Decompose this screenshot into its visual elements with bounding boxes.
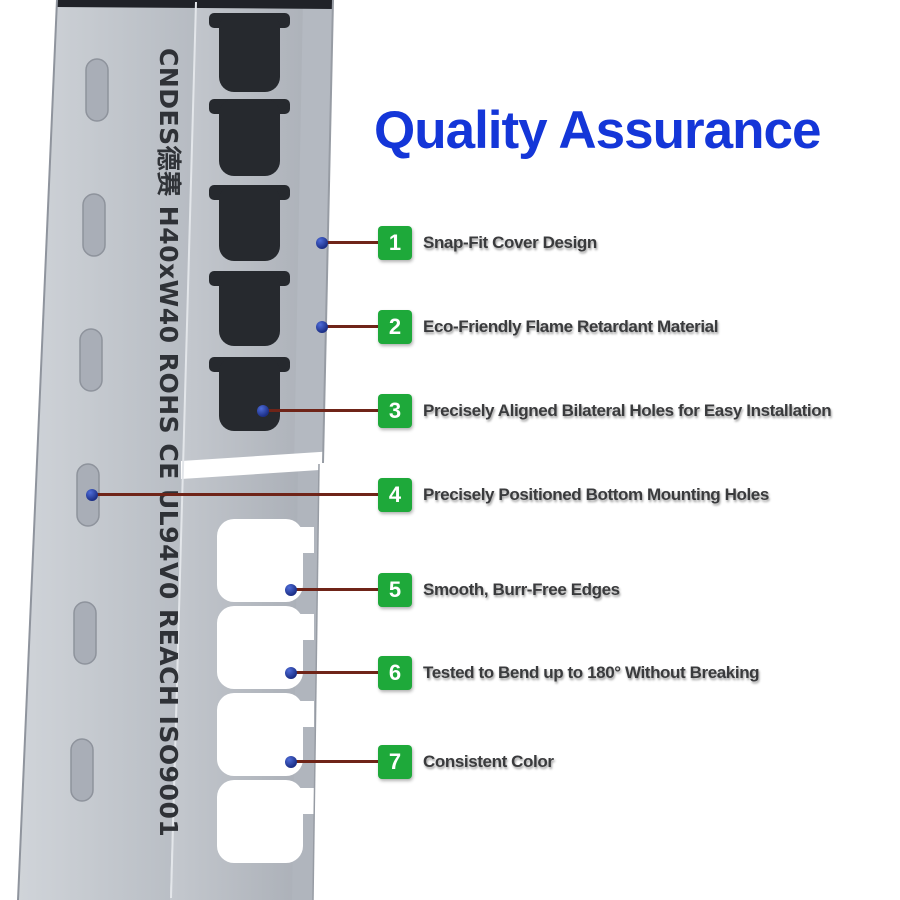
duct-finger-slots <box>217 519 314 863</box>
callout-row-7: 7 Consistent Color <box>378 745 554 779</box>
leader-dot-4 <box>86 489 98 501</box>
duct-cover-slots <box>209 13 290 431</box>
callout-number-badge: 5 <box>378 573 412 607</box>
page-title: Quality Assurance <box>374 101 821 160</box>
leader-dot-3 <box>257 405 269 417</box>
callout-label: Precisely Positioned Bottom Mounting Hol… <box>423 485 769 504</box>
duct-left-face <box>18 0 196 900</box>
leader-line-4 <box>92 493 378 496</box>
duct-cover-gap <box>181 451 335 479</box>
leader-line-3 <box>263 409 378 412</box>
callout-number-badge: 7 <box>378 745 412 779</box>
callout-row-6: 6 Tested to Bend up to 180° Without Brea… <box>378 656 760 690</box>
callout-label: Tested to Bend up to 180° Without Breaki… <box>423 663 760 682</box>
callout-label: Eco-Friendly Flame Retardant Material <box>423 317 719 336</box>
callout-row-5: 5 Smooth, Burr-Free Edges <box>378 573 620 607</box>
leader-dot-1 <box>316 237 328 249</box>
callout-number-badge: 6 <box>378 656 412 690</box>
callout-row-3: 3 Precisely Aligned Bilateral Holes for … <box>378 394 832 428</box>
duct-right-edge-upper <box>322 0 334 464</box>
duct-right-edge-lower <box>312 463 320 900</box>
leader-line-1 <box>322 241 378 244</box>
cable-duct-illustration: CNDES德赛 H40xW40 ROHS CE UL94V0 REACH ISO… <box>17 0 335 900</box>
callout-label: Precisely Aligned Bilateral Holes for Ea… <box>423 401 832 420</box>
callout-label: Smooth, Burr-Free Edges <box>423 580 620 599</box>
callout-row-1: 1 Snap-Fit Cover Design <box>378 226 597 260</box>
duct-cover-lip <box>294 0 333 466</box>
duct-side-text: CNDES德赛 H40xW40 ROHS CE UL94V0 REACH ISO… <box>154 48 183 837</box>
leader-dot-7 <box>285 756 297 768</box>
leader-line-7 <box>291 760 378 763</box>
callout-number-badge: 3 <box>378 394 412 428</box>
leader-dot-2 <box>316 321 328 333</box>
callout-number-badge: 2 <box>378 310 412 344</box>
leader-dot-6 <box>285 667 297 679</box>
leader-dot-5 <box>285 584 297 596</box>
callout-row-2: 2 Eco-Friendly Flame Retardant Material <box>378 310 718 344</box>
callout-number-badge: 4 <box>378 478 412 512</box>
callout-number-badge: 1 <box>378 226 412 260</box>
callout-row-4: 4 Precisely Positioned Bottom Mounting H… <box>378 478 769 512</box>
duct-left-edge <box>17 0 58 900</box>
callout-label: Snap-Fit Cover Design <box>423 233 597 252</box>
leader-line-6 <box>291 671 378 674</box>
duct-edge-highlight <box>170 1 197 899</box>
leader-line-5 <box>291 588 378 591</box>
leader-line-2 <box>322 325 378 328</box>
callout-label: Consistent Color <box>423 752 554 771</box>
